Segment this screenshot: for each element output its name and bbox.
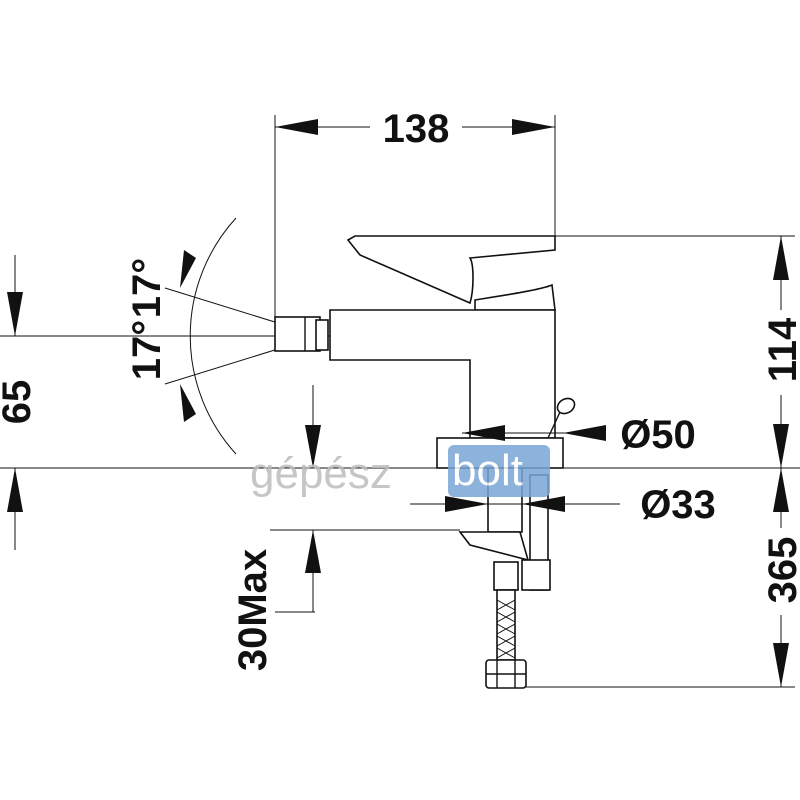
- dimension-label-d50: Ø50: [620, 413, 696, 457]
- dimension-30max: 30Max: [231, 385, 321, 671]
- watermark-blue-box: [448, 445, 550, 497]
- dimension-365: 365: [761, 468, 800, 687]
- dimension-d50: Ø50: [462, 413, 696, 457]
- spout-nozzle: [274, 316, 321, 352]
- spout-ring: [315, 319, 329, 351]
- dimension-label-30max: 30Max: [231, 549, 275, 671]
- dimension-label-365: 365: [761, 537, 800, 604]
- dimension-label-d33: Ø33: [640, 483, 716, 527]
- watermark-text-blue: bolt: [452, 446, 523, 495]
- dimension-65: 65: [0, 255, 39, 550]
- fixing-nut: [521, 559, 551, 591]
- faucet-body: [329, 309, 556, 439]
- dimension-114: 114: [761, 236, 800, 468]
- dimension-d33: Ø33: [410, 483, 716, 527]
- extension-lines: [0, 115, 800, 688]
- angle-label-lower: 17°: [125, 320, 169, 381]
- mounting-bracket: [458, 531, 530, 562]
- popup-rod-ring: [556, 397, 576, 415]
- faucet-outline: [274, 235, 576, 689]
- hose-connector-top: [493, 561, 519, 591]
- braided-hose: [496, 589, 516, 661]
- watermark-logo: gépész bolt: [250, 445, 550, 498]
- dimension-label-138: 138: [383, 107, 450, 151]
- lever-base: [474, 283, 556, 311]
- dimension-label-114: 114: [761, 317, 800, 382]
- lever-handle: [346, 235, 556, 305]
- watermark-text-gray: gépész: [250, 449, 392, 498]
- angle-dimension: 17° 17°: [125, 217, 321, 455]
- angle-label-upper: 17°: [125, 258, 169, 319]
- dimension-138: 138: [275, 107, 555, 151]
- dimension-label-65: 65: [0, 380, 39, 425]
